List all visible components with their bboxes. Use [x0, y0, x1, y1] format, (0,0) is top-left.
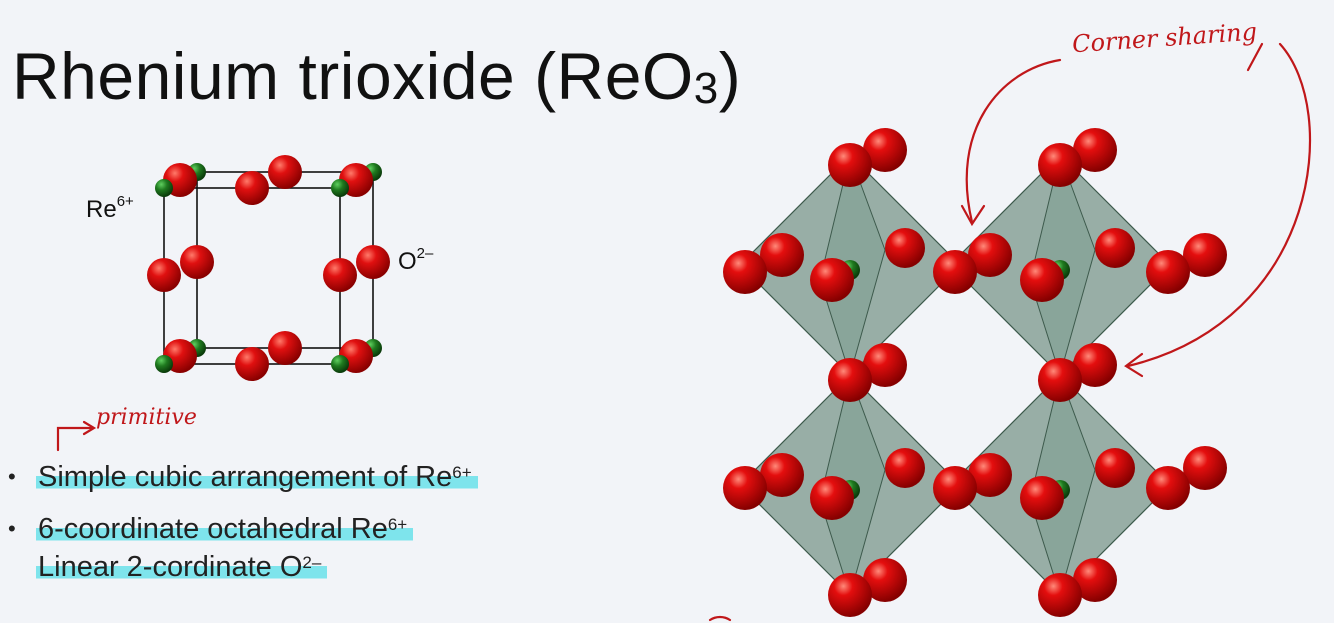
re-label: Re6+	[86, 193, 134, 223]
primitive-annotation: primitive	[96, 405, 197, 430]
octahedral-framework	[723, 128, 1227, 617]
re-charge: 6+	[116, 193, 134, 210]
o-charge: 2–	[416, 245, 434, 262]
unit-cell-diagram	[147, 155, 390, 381]
oxygen-atoms	[147, 155, 390, 381]
rhenium-atoms-front	[155, 179, 349, 373]
o-label: O2–	[398, 245, 434, 275]
bullet-text-line2: Linear 2-cordinate O2–	[36, 548, 328, 586]
bullet-list: • Simple cubic arrangement of Re6+ • 6-c…	[8, 458, 478, 600]
corner-sharing-annotation: Corner sharing	[1071, 17, 1258, 59]
bullet-item: • 6-coordinate octahedral Re6+ Linear 2-…	[8, 510, 478, 586]
title-subscript: 3	[693, 64, 719, 113]
title-end: )	[718, 39, 742, 113]
framework-oxygens	[723, 128, 1227, 617]
bullet-text: 6-coordinate octahedral Re6+	[36, 510, 414, 548]
title-main: Rhenium trioxide (ReO	[12, 39, 694, 113]
bullet-dot: •	[8, 516, 16, 541]
bullet-dot: •	[8, 464, 16, 489]
bullet-item: • Simple cubic arrangement of Re6+	[8, 458, 478, 496]
bullet-text: Simple cubic arrangement of Re6+	[36, 458, 478, 496]
slide-title: Rhenium trioxide (ReO3)	[12, 38, 741, 114]
